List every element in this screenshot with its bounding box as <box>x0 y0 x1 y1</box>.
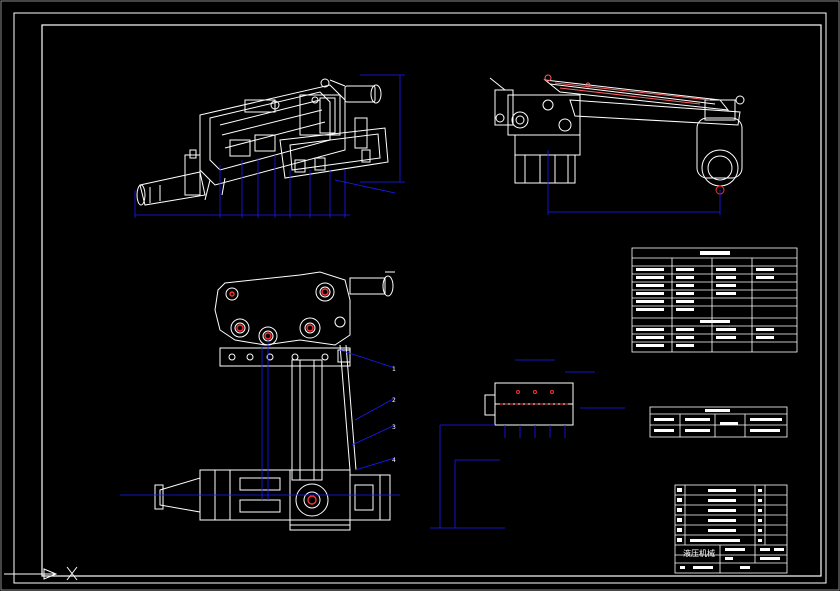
top-view-centers <box>229 288 329 505</box>
notes-table <box>649 406 788 438</box>
side-view <box>489 77 745 187</box>
hydraulic-detail-centers <box>500 390 570 405</box>
top-view-dimensions <box>120 340 400 500</box>
drawing-title: 液压机械 <box>683 548 715 558</box>
technical-parameter-cells <box>636 251 774 347</box>
technical-parameter-table <box>631 247 798 353</box>
side-view-hatching <box>544 74 725 195</box>
hydraulic-detail-dims <box>430 359 625 529</box>
ucs-icon <box>4 566 78 581</box>
front-view-dimensions <box>134 74 405 218</box>
notes-table-cells <box>654 409 782 432</box>
leader-labels: 1 2 3 4 <box>392 366 396 464</box>
leader-label-4: 4 <box>392 457 396 464</box>
leader-label-2: 2 <box>392 397 396 404</box>
title-block-cells <box>677 488 784 569</box>
top-view <box>154 271 395 531</box>
leader-label-1: 1 <box>392 366 396 373</box>
side-view-dimensions <box>547 150 721 215</box>
hydraulic-detail <box>484 382 574 426</box>
leader-label-3: 3 <box>392 424 396 431</box>
inner-frame <box>41 24 822 577</box>
front-view <box>136 78 389 206</box>
title-block <box>674 484 788 574</box>
outer-frame <box>13 12 827 584</box>
